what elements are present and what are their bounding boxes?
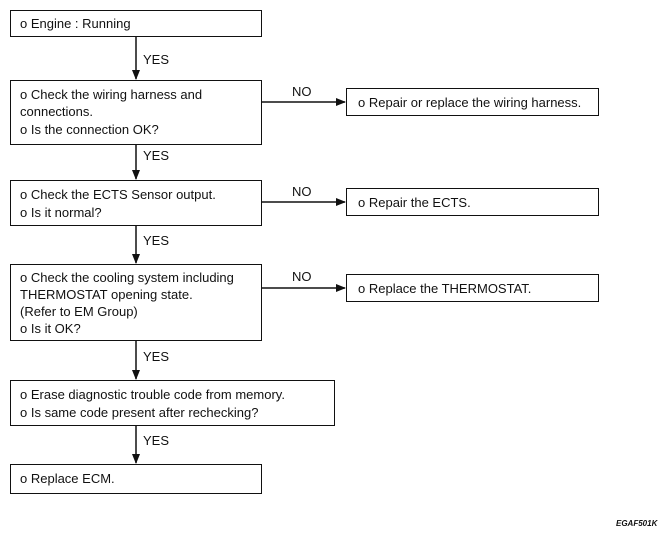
step-text-line: o Is same code present after rechecking? (20, 405, 259, 420)
step-box-ects-sensor: o Check the ECTS Sensor output. o Is it … (10, 180, 262, 226)
yes-label: YES (143, 52, 170, 67)
branch-box-replace-thermostat: o Replace the THERMOSTAT. (346, 274, 599, 302)
yes-label: YES (143, 148, 170, 163)
step-box-replace-ecm: o Replace ECM. (10, 464, 262, 494)
branch-box-repair-wiring: o Repair or replace the wiring harness. (346, 88, 599, 116)
step-text-line: o Is the connection OK? (20, 122, 159, 137)
step-text-line: o Is it OK? (20, 321, 81, 336)
step-text-line: THERMOSTAT opening state. (20, 287, 193, 302)
step-text-line: o Replace ECM. (20, 471, 115, 486)
branch-text: o Repair the ECTS. (358, 195, 471, 210)
no-label: NO (292, 84, 312, 99)
step-text-line: o Check the cooling system including (20, 270, 234, 285)
step-text-line: o Check the ECTS Sensor output. (20, 187, 216, 202)
branch-box-repair-ects: o Repair the ECTS. (346, 188, 599, 216)
figure-code: EGAF501K (616, 519, 658, 528)
yes-label: YES (143, 233, 170, 248)
step-box-wiring-harness: o Check the wiring harness and connectio… (10, 80, 262, 145)
step-box-cooling-system: o Check the cooling system including THE… (10, 264, 262, 341)
yes-label: YES (143, 433, 170, 448)
branch-text: o Repair or replace the wiring harness. (358, 95, 582, 110)
step-box-erase-dtc: o Erase diagnostic trouble code from mem… (10, 380, 335, 426)
step-text-line: o Engine : Running (20, 16, 131, 31)
step-text-line: (Refer to EM Group) (20, 304, 138, 319)
yes-label: YES (143, 349, 170, 364)
no-label: NO (292, 184, 312, 199)
branch-text: o Replace the THERMOSTAT. (358, 281, 532, 296)
step-text-line: connections. (20, 104, 93, 119)
step-text-line: o Erase diagnostic trouble code from mem… (20, 387, 285, 402)
step-box-engine-running: o Engine : Running (10, 10, 262, 37)
no-label: NO (292, 269, 312, 284)
step-text-line: o Check the wiring harness and (20, 87, 203, 102)
step-text-line: o Is it normal? (20, 205, 102, 220)
